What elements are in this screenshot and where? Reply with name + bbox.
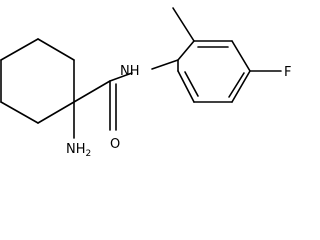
fluorine-label: F: [284, 65, 291, 80]
bond-c1-carbonyl: [73, 80, 111, 103]
bond-ar-4: [231, 70, 251, 103]
structure-diagram: NH2 O NH F: [0, 7, 291, 157]
bond-ar-inner-3: [184, 71, 199, 97]
bond-ar-1: [177, 40, 195, 61]
amine-nh2-label: NH2: [66, 142, 91, 157]
oxygen-label: O: [110, 137, 120, 152]
bond-carbonyl-nh: [109, 72, 133, 82]
bond-ring-4: [37, 101, 75, 124]
bond-nh-aryl: [151, 59, 179, 70]
bond-ring-1: [0, 38, 39, 61]
amide-nh-label: NH: [120, 64, 140, 79]
bond-ar-inner-2: [228, 72, 245, 98]
bond-methyl: [172, 7, 195, 42]
bond-ring-2: [37, 38, 75, 61]
benzene-ring: [177, 40, 251, 103]
cyclohexane-ring: [0, 38, 75, 124]
bond-ar-6: [177, 70, 195, 103]
bond-ring-5: [0, 101, 39, 124]
bond-ar-3: [231, 40, 251, 72]
